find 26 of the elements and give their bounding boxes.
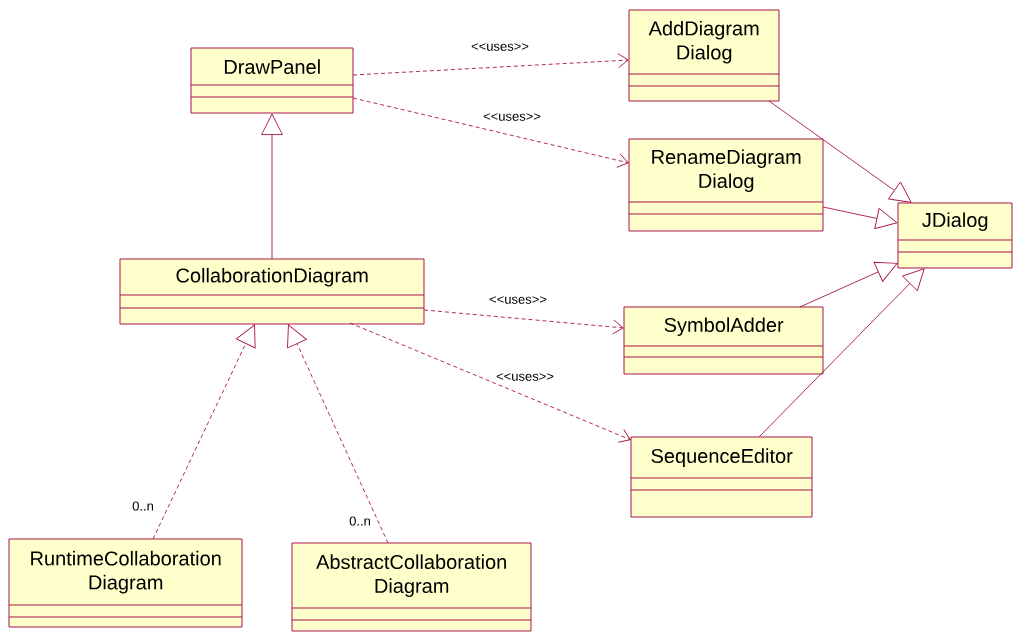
edge-label: 0..n [348, 515, 372, 527]
edge-label: <<uses>> [482, 112, 542, 122]
connector [287, 324, 389, 544]
edge-label: 0..n [131, 500, 155, 512]
class-box: AbstractCollaboration Diagram [291, 542, 532, 632]
connector [261, 113, 283, 260]
class-box: AddDiagram Dialog [628, 9, 780, 102]
class-box: RuntimeCollaboration Diagram [8, 538, 243, 628]
connector [152, 324, 256, 540]
class-box: SequenceEditor [630, 436, 813, 518]
connector [822, 206, 898, 230]
connector [349, 322, 631, 443]
class-box: JDialog [897, 202, 1013, 269]
edge-label: <<uses>> [488, 295, 548, 305]
connector [352, 97, 629, 168]
connector [799, 261, 898, 308]
connector [758, 268, 925, 438]
edge-label: <<uses>> [495, 372, 555, 382]
class-box: DrawPanel [190, 47, 354, 114]
connector [352, 53, 629, 76]
connector [768, 100, 912, 203]
connector [423, 309, 624, 335]
class-box: CollaborationDiagram [119, 258, 425, 325]
class-box: RenameDiagram Dialog [628, 138, 824, 232]
class-box: SymbolAdder [623, 306, 824, 375]
edge-label: <<uses>> [470, 42, 530, 52]
